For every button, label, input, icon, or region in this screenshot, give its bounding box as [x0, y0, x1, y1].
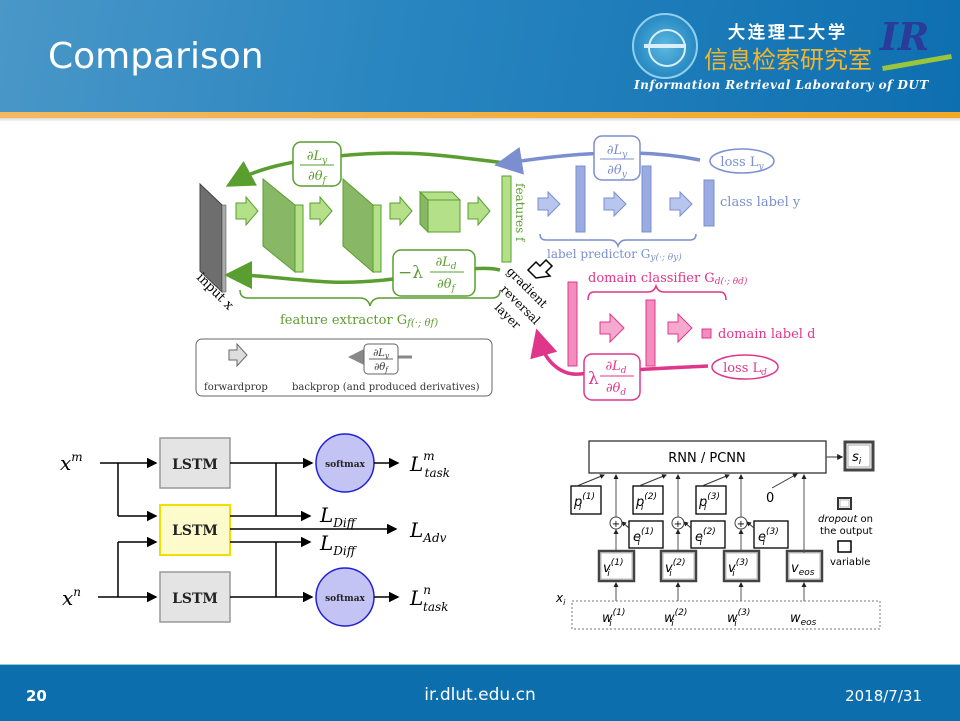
backprop-feature-top-arrow [225, 151, 506, 187]
forwardprop-icon [228, 342, 248, 368]
header-accent-bar [0, 112, 960, 118]
domain-classifier-blocks [567, 281, 712, 367]
grad-d-d-box [583, 353, 641, 401]
feature-extractor-blocks [235, 175, 512, 274]
university-name: 大连理工大学 [728, 23, 848, 43]
svg-text:−λ: −λ [398, 263, 423, 283]
svg-text:forwardprop: forwardprop [204, 382, 268, 393]
label-predictor-brace [539, 233, 697, 249]
label-predictor-blocks [537, 165, 715, 233]
svg-text:domain classifier Gd(·; θd): domain classifier Gd(·; θd) [588, 271, 748, 287]
domain-label: domain label d [718, 327, 815, 342]
class-label: class label y [720, 195, 801, 210]
grad-d-f-box [392, 249, 476, 297]
ir-logo-icon: IR [880, 14, 930, 59]
domain-classifier-brace [587, 283, 727, 301]
slide-footer: 20 ir.dlut.edu.cn 2018/7/31 [0, 664, 960, 721]
grl-arrow-icon [526, 258, 554, 279]
loss-y-ellipse [709, 148, 775, 174]
grad-y-f-box [292, 141, 342, 187]
features-label: features f [513, 183, 527, 243]
loss-d-ellipse [711, 354, 779, 380]
svg-text:feature extractor Gf(·; θf): feature extractor Gf(·; θf) [280, 313, 438, 329]
svg-text:backprop (and produced derivat: backprop (and produced derivatives) [292, 382, 480, 393]
svg-text:λ: λ [588, 369, 599, 389]
svg-text:label predictor Gy(·; θy): label predictor Gy(·; θy) [547, 247, 682, 263]
dann-legend [195, 338, 493, 397]
footer-site: ir.dlut.edu.cn [424, 685, 536, 705]
lab-name-cn: 信息检索研究室 [704, 46, 872, 74]
footer-date: 2018/7/31 [845, 687, 922, 705]
feature-extractor-brace [239, 289, 501, 307]
lab-name-en: Information Retrieval Laboratory of DUT [634, 78, 929, 92]
university-seal-icon [632, 13, 698, 79]
svg-text:loss Ly: loss Ly [720, 155, 764, 172]
lab-logo: 大连理工大学 信息检索研究室 IR Information Retrieval … [630, 8, 960, 108]
page-number: 20 [26, 687, 47, 705]
svg-text:loss Ld: loss Ld [723, 361, 767, 378]
slide-title: Comparison [48, 36, 264, 77]
slide-header: Comparison 大连理工大学 信息检索研究室 IR Information… [0, 0, 960, 112]
features-vector [501, 175, 512, 263]
header-shadow [0, 118, 960, 122]
grad-y-y-box [593, 135, 641, 181]
